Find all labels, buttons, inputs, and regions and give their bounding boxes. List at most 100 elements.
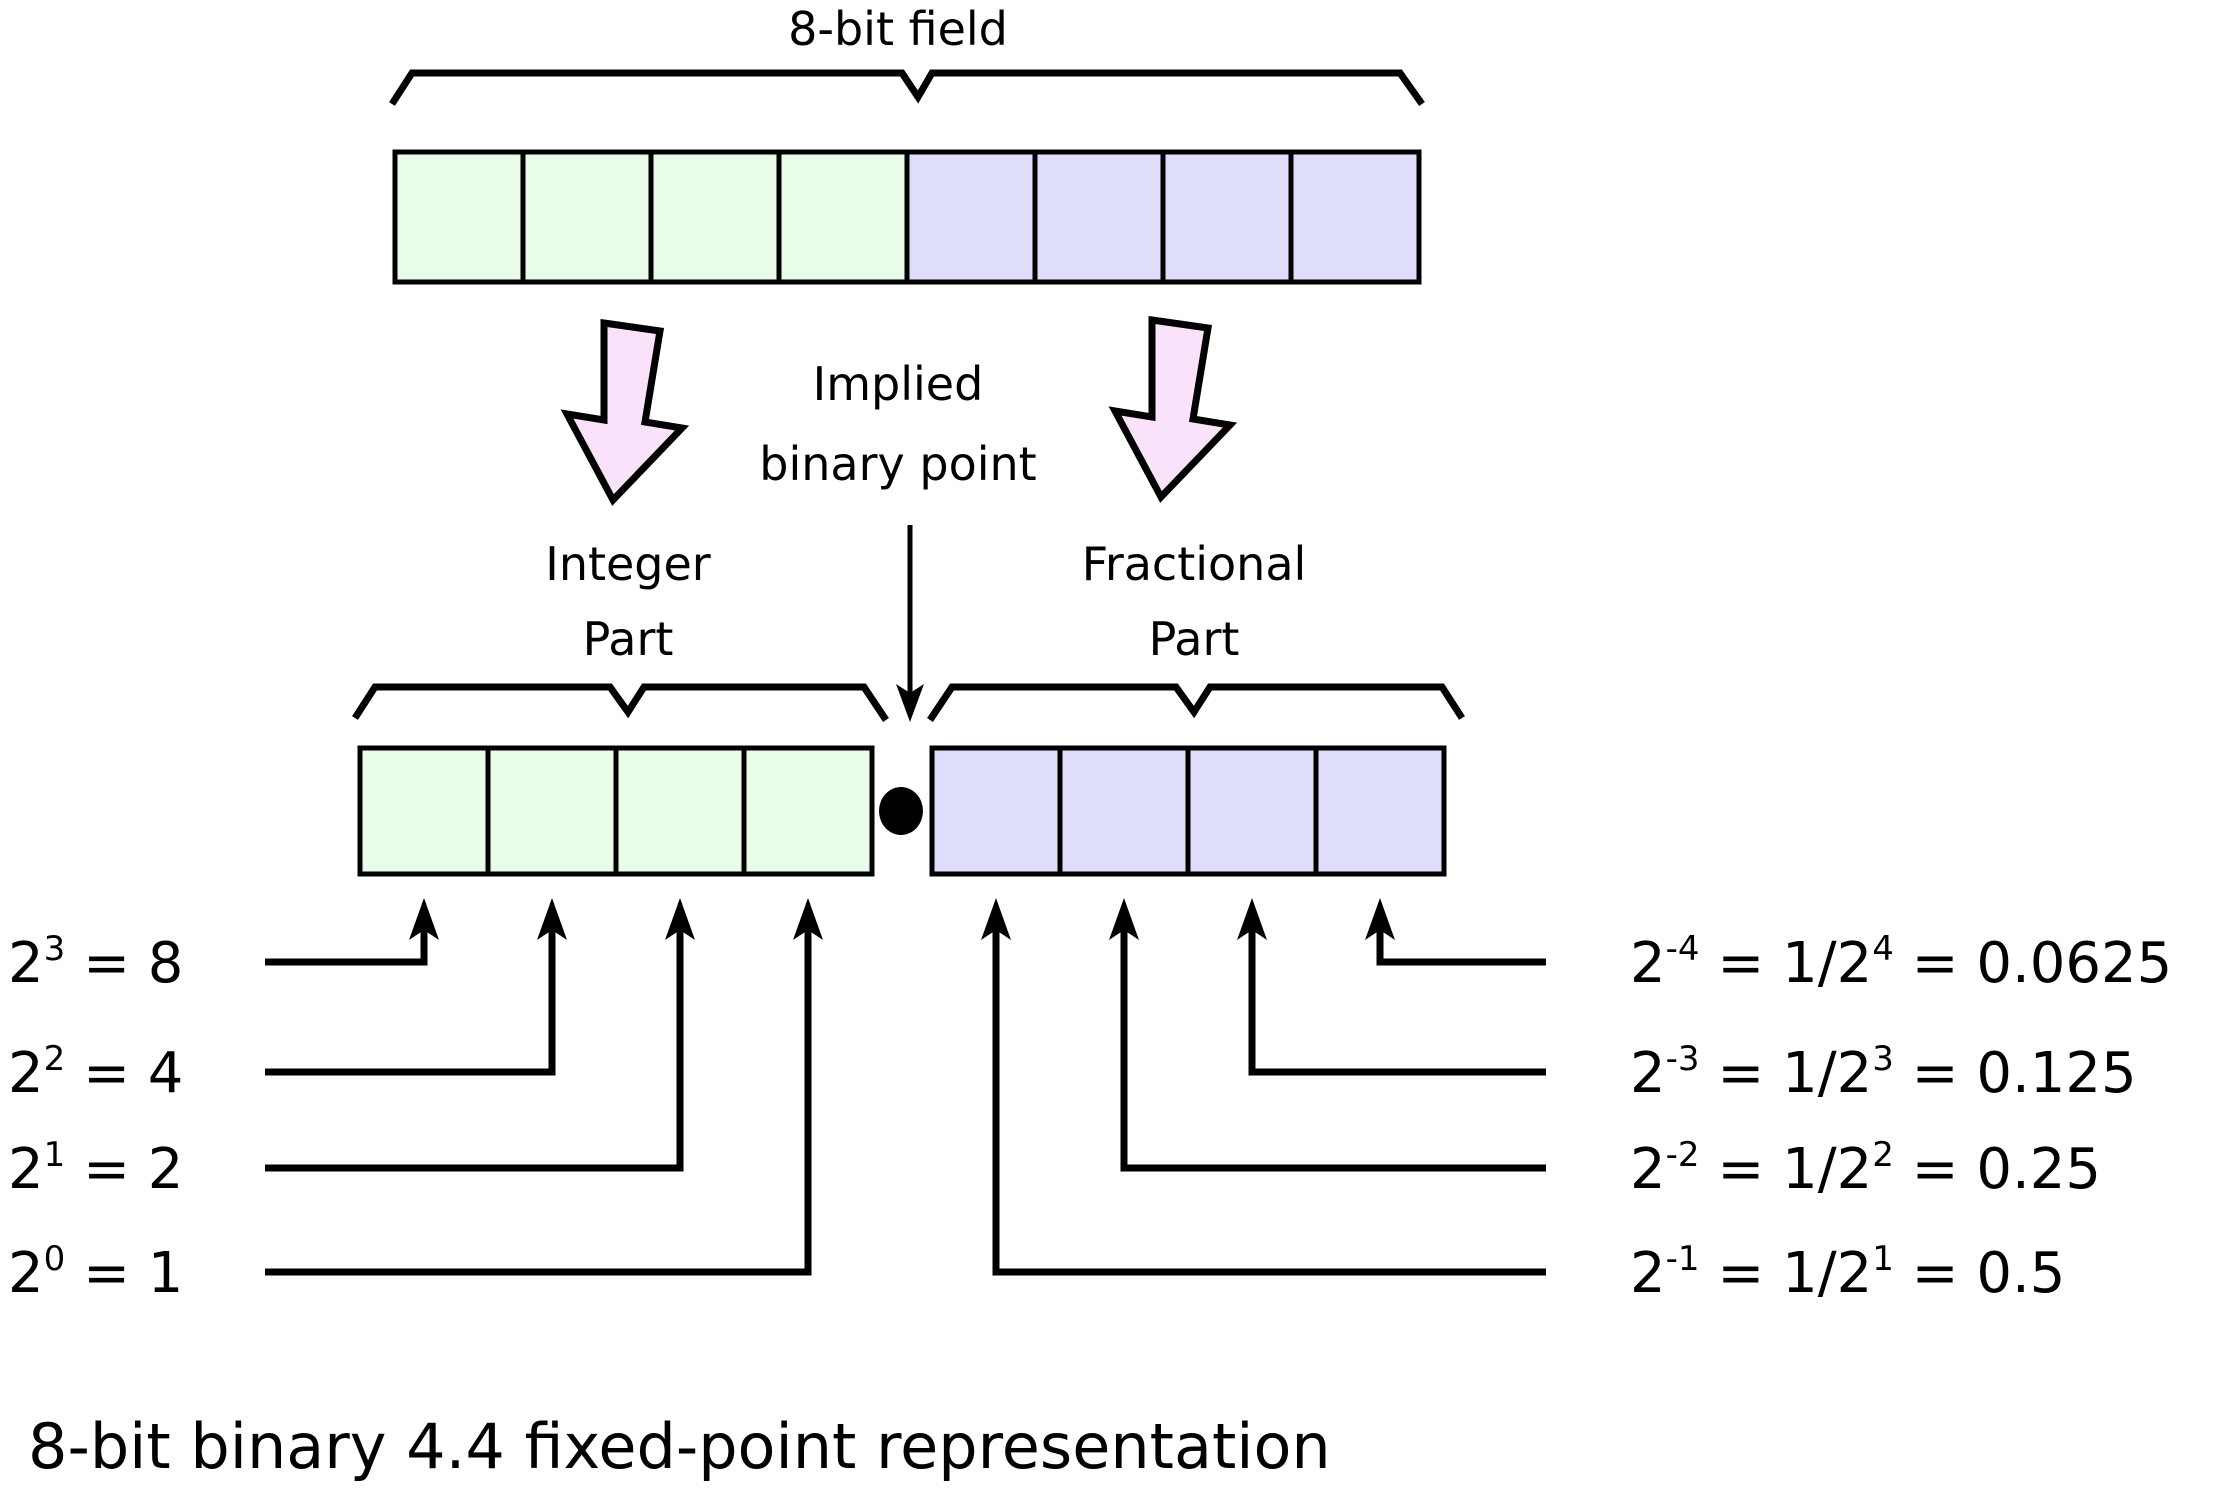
implied-point-arrow-head bbox=[896, 684, 924, 722]
int-w3-exp: 0 bbox=[44, 1239, 66, 1279]
top-cell-int-0 bbox=[776, 149, 910, 285]
frac-w2-base: 2 bbox=[1630, 1137, 1666, 1202]
right-down-arrow-icon bbox=[1108, 315, 1238, 503]
fractional-part-line2: Part bbox=[1149, 612, 1240, 666]
int-cell-bit0 bbox=[741, 745, 875, 877]
integer-weight-connectors bbox=[265, 898, 823, 1276]
int-w2-eq: = 2 bbox=[65, 1137, 183, 1202]
fractional-part-line1: Fractional bbox=[1082, 537, 1307, 591]
fractional-weight-label-2: 2-2 = 1/22 = 0.25 bbox=[1630, 1135, 2101, 1202]
top-cell-frac-2 bbox=[1032, 149, 1166, 285]
integer-weight-labels: 23 = 8 22 = 4 21 = 2 20 = 1 bbox=[8, 929, 183, 1306]
frac-w0-mid: 1/2 bbox=[1782, 931, 1872, 996]
fractional-weight-label-3: 2-1 = 1/21 = 0.5 bbox=[1630, 1239, 2065, 1306]
int-w0-exp: 3 bbox=[44, 929, 66, 969]
integer-weight-label-1: 22 = 4 bbox=[8, 1039, 183, 1106]
int-w2-exp: 1 bbox=[44, 1135, 66, 1175]
frac-w3-eq: = 0.5 bbox=[1894, 1241, 2066, 1306]
frac-w1-mid: 1/2 bbox=[1782, 1041, 1872, 1106]
top-cell-frac-3 bbox=[1160, 149, 1294, 285]
split-arrows-group bbox=[560, 315, 1238, 506]
top-cell-int-2 bbox=[520, 149, 654, 285]
frac-w3-mid: 1/2 bbox=[1782, 1241, 1872, 1306]
frac-w0-exp: -4 bbox=[1666, 929, 1700, 969]
connector-int-bit1 bbox=[265, 917, 684, 1172]
int-w0-base: 2 bbox=[8, 931, 44, 996]
implied-binary-point-group: Implied binary point bbox=[759, 357, 1037, 722]
frac-w2-eqs: = bbox=[1700, 1137, 1783, 1202]
top-field-group: 8-bit field bbox=[389, 2, 1425, 285]
fractional-cells-row bbox=[929, 745, 1447, 877]
connector-frac-bit3 bbox=[1248, 917, 1546, 1076]
frac-w0-midexp: 4 bbox=[1872, 929, 1894, 969]
connector-int-bit2 bbox=[265, 917, 556, 1076]
int-cell-bit3 bbox=[357, 745, 491, 877]
second-row-braces bbox=[352, 683, 1465, 722]
frac-w0-eq: = 0.0625 bbox=[1894, 931, 2172, 996]
int-cell-bit2 bbox=[485, 745, 619, 877]
frac-w3-eqs: = bbox=[1700, 1241, 1783, 1306]
arrowhead-frac-bit3 bbox=[1237, 898, 1267, 940]
integer-weight-label-3: 20 = 1 bbox=[8, 1239, 183, 1306]
integer-part-brace bbox=[352, 683, 889, 722]
frac-w1-eqs: = bbox=[1700, 1041, 1783, 1106]
int-w2-base: 2 bbox=[8, 1137, 44, 1202]
fractional-weight-label-1: 2-3 = 1/23 = 0.125 bbox=[1630, 1039, 2137, 1106]
connector-frac-bit1 bbox=[992, 917, 1546, 1276]
top-cell-int-1 bbox=[648, 149, 782, 285]
frac-w2-eq: = 0.25 bbox=[1894, 1137, 2101, 1202]
fractional-weight-connectors bbox=[981, 898, 1546, 1276]
frac-w2-mid: 1/2 bbox=[1782, 1137, 1872, 1202]
frac-cell-bit2 bbox=[1057, 745, 1191, 877]
arrowhead-frac-bit4 bbox=[1365, 898, 1395, 940]
arrowhead-int-bit2 bbox=[537, 898, 567, 940]
radix-point-dot bbox=[879, 787, 923, 835]
frac-w0-base: 2 bbox=[1630, 931, 1666, 996]
top-cell-frac-4 bbox=[1288, 149, 1422, 285]
int-w1-base: 2 bbox=[8, 1041, 44, 1106]
integer-part-line1: Integer bbox=[545, 537, 711, 591]
connector-frac-bit2 bbox=[1120, 917, 1546, 1172]
arrowhead-frac-bit1 bbox=[981, 898, 1011, 940]
int-w1-exp: 2 bbox=[44, 1039, 66, 1079]
frac-w0-eqs: = bbox=[1700, 931, 1783, 996]
top-field-label: 8-bit field bbox=[788, 2, 1008, 56]
arrowhead-frac-bit2 bbox=[1109, 898, 1139, 940]
frac-w1-midexp: 3 bbox=[1872, 1039, 1894, 1079]
arrowhead-int-bit3 bbox=[409, 898, 439, 940]
int-w3-base: 2 bbox=[8, 1241, 44, 1306]
implied-binary-point-line2: binary point bbox=[759, 437, 1036, 491]
connector-int-bit3 bbox=[265, 917, 428, 966]
int-cell-bit1 bbox=[613, 745, 747, 877]
frac-w2-midexp: 2 bbox=[1872, 1135, 1894, 1175]
arrowhead-int-bit1 bbox=[665, 898, 695, 940]
integer-weight-label-0: 23 = 8 bbox=[8, 929, 183, 996]
frac-w1-exp: -3 bbox=[1666, 1039, 1700, 1079]
integer-cells-row bbox=[357, 745, 875, 877]
frac-w2-exp: -2 bbox=[1666, 1135, 1700, 1175]
fractional-weight-labels: 2-4 = 1/24 = 0.0625 2-3 = 1/23 = 0.125 2… bbox=[1630, 929, 2172, 1306]
top-field-brace bbox=[389, 69, 1425, 107]
frac-cell-bit4 bbox=[1313, 745, 1447, 877]
fractional-weight-label-0: 2-4 = 1/24 = 0.0625 bbox=[1630, 929, 2172, 996]
frac-cell-bit3 bbox=[1185, 745, 1319, 877]
connector-frac-bit4 bbox=[1376, 917, 1546, 966]
left-down-arrow-icon bbox=[560, 318, 690, 506]
figure-caption: 8-bit binary 4.4 fixed-point representat… bbox=[28, 1410, 1331, 1483]
frac-w3-midexp: 1 bbox=[1872, 1239, 1894, 1279]
frac-w1-eq: = 0.125 bbox=[1894, 1041, 2137, 1106]
int-w0-eq: = 8 bbox=[65, 931, 183, 996]
frac-cell-bit1 bbox=[929, 745, 1063, 877]
integer-part-line2: Part bbox=[583, 612, 674, 666]
int-w3-eq: = 1 bbox=[65, 1241, 183, 1306]
connector-int-bit0 bbox=[265, 917, 812, 1276]
integer-weight-label-2: 21 = 2 bbox=[8, 1135, 183, 1202]
frac-w3-base: 2 bbox=[1630, 1241, 1666, 1306]
part-labels-group: Integer Part Fractional Part bbox=[545, 537, 1306, 666]
fractional-part-brace bbox=[927, 683, 1465, 722]
int-w1-eq: = 4 bbox=[65, 1041, 183, 1106]
arrowhead-int-bit0 bbox=[793, 898, 823, 940]
top-cell-frac-1 bbox=[904, 149, 1038, 285]
top-cell-int-3 bbox=[392, 149, 526, 285]
